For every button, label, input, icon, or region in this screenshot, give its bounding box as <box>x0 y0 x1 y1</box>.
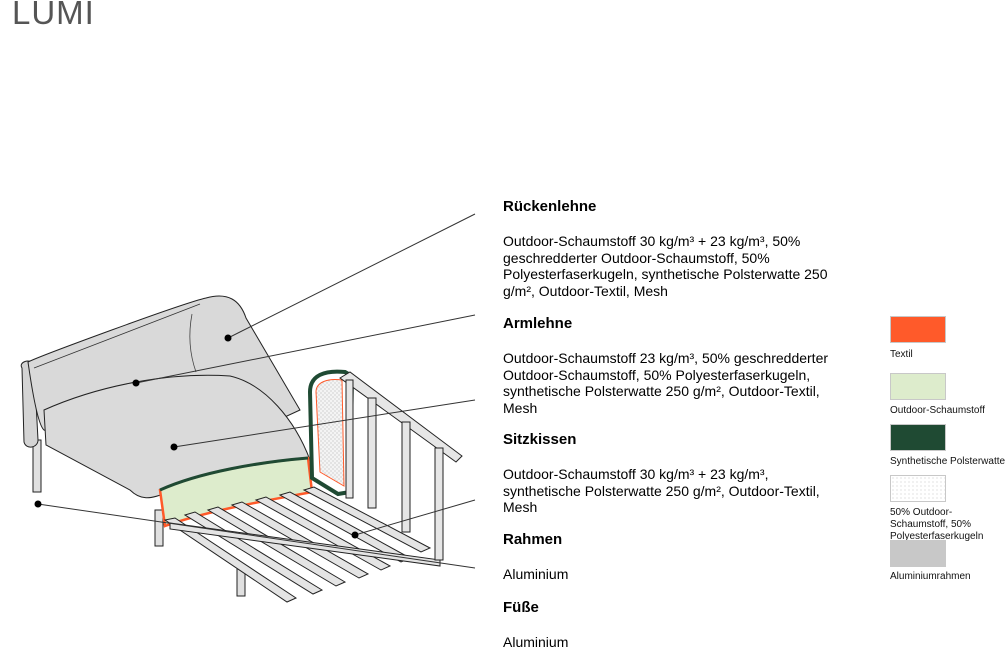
page-title: LUMI <box>12 0 95 31</box>
legend-swatch-textil <box>890 316 946 343</box>
legend-label-schaumstoff-faserkugeln: 50% Outdoor-Schaumstoff, 50% Polyesterfa… <box>890 507 984 542</box>
section-text-rueckenlehne: Outdoor-Schaumstoff 30 kg/m³ + 23 kg/m³,… <box>503 233 828 299</box>
leader-dots <box>34 334 359 539</box>
section-heading-sitzkissen: Sitzkissen <box>503 431 577 448</box>
section-heading-armlehne: Armlehne <box>503 315 573 332</box>
section-heading-rahmen: Rahmen <box>503 531 563 548</box>
aluminium-frame-slats <box>163 486 441 603</box>
armrest-frame <box>339 371 463 561</box>
leader-lines <box>37 213 476 569</box>
section-text-rahmen: Aluminium <box>503 566 569 582</box>
section-heading-fuesse: Füße <box>503 599 539 616</box>
legend-swatch-polsterwatte <box>890 424 946 451</box>
section-text-armlehne: Outdoor-Schaumstoff 23 kg/m³, 50% geschr… <box>503 350 829 416</box>
legend-label-aluminiumrahmen: Aluminiumrahmen <box>890 571 971 582</box>
section-heading-rueckenlehne: Rückenlehne <box>503 198 597 215</box>
legend-label-textil: Textil <box>890 349 913 360</box>
section-text-sitzkissen: Outdoor-Schaumstoff 30 kg/m³ + 23 kg/m³,… <box>503 466 820 515</box>
legend-swatch-aluminiumrahmen <box>890 540 946 567</box>
section-text-fuesse: Aluminium <box>503 634 569 650</box>
legend-swatch-outdoor-schaumstoff <box>890 373 946 400</box>
legend-label-outdoor-schaumstoff: Outdoor-Schaumstoff <box>890 405 985 416</box>
legend-label-polsterwatte: Synthetische Polsterwatte <box>890 456 1006 467</box>
legend-swatch-schaumstoff-faserkugeln <box>890 475 946 502</box>
